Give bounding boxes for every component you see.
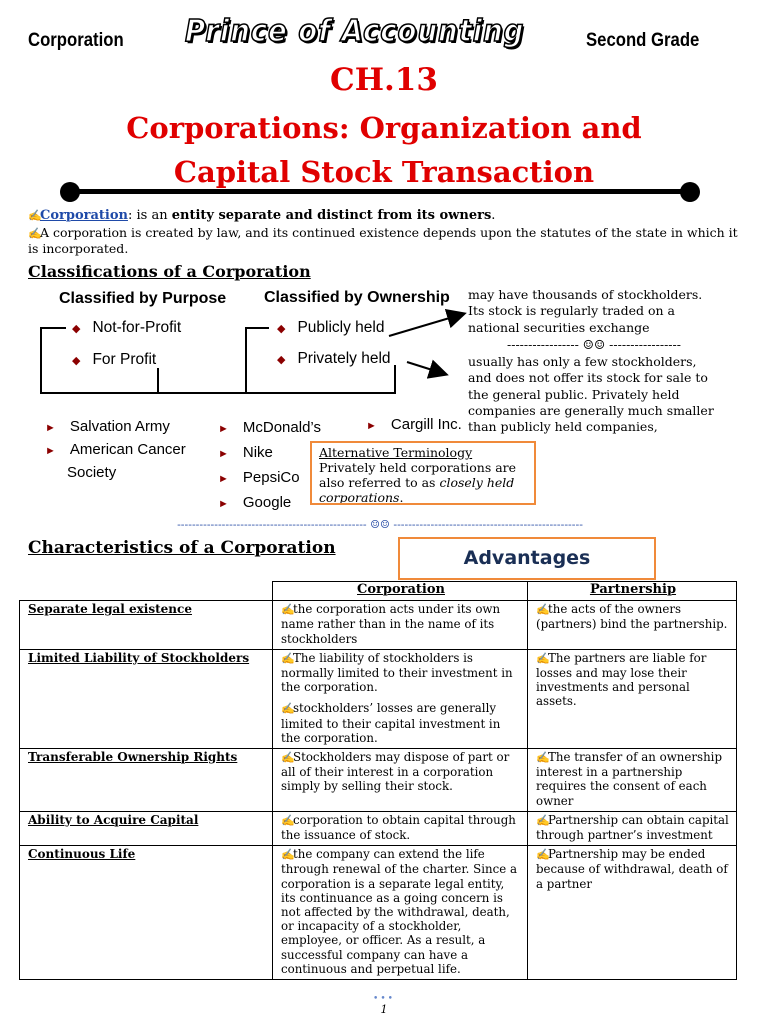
triangle-bullet-icon: ► (218, 448, 229, 460)
connector-line (40, 327, 66, 329)
part-cell: ✍the acts of the owners (partners) bind … (527, 600, 737, 650)
pen-hand-icon: ✍ (28, 227, 42, 240)
arrow-to-public-desc (388, 308, 467, 337)
diamond-bullet-icon: ◆ (72, 323, 81, 335)
characteristics-heading: Characteristics of a Corporation (28, 538, 336, 558)
example-item: ►Google (218, 494, 292, 511)
title-bar-right-dot (680, 182, 700, 202)
corp-cell: ✍the company can extend the life through… (272, 845, 528, 981)
row-label: Separate legal existence (19, 600, 273, 650)
pen-hand-icon: ✍ (281, 603, 295, 617)
purpose-item-not-for-profit: ◆Not-for-Profit (72, 319, 182, 336)
table-row: Separate legal existence ✍the corporatio… (19, 600, 737, 650)
arrow-to-private-desc (406, 359, 449, 379)
private-description: usually has only a few stockholders, and… (468, 354, 714, 435)
arrows-graphic (388, 308, 467, 379)
advantages-box: Advantages (398, 537, 656, 580)
col-header-corporation: Corporation (272, 580, 528, 602)
page-title: Corporations: Organization and Capital S… (0, 106, 768, 194)
ownership-item-private: ◆Privately held (277, 350, 391, 367)
ownership-heading: Classified by Ownership (264, 289, 450, 306)
logo: Prince of Accounting (184, 13, 525, 50)
title-line-1: Corporations: Organization and (126, 111, 642, 145)
row-label: Limited Liability of Stockholders (19, 648, 273, 750)
comparison-table: Corporation Partnership Separate legal e… (19, 580, 737, 981)
example-item: ►McDonald’s (218, 419, 321, 436)
table-row: Continuous Life ✍the company can extend … (19, 845, 737, 981)
diamond-bullet-icon: ◆ (277, 354, 286, 366)
diamond-bullet-icon: ◆ (72, 355, 81, 367)
purpose-heading: Classified by Purpose (59, 290, 227, 307)
pen-hand-icon: ✍ (281, 813, 295, 827)
pen-hand-icon: ✍ (281, 848, 295, 862)
triangle-bullet-icon: ► (218, 498, 229, 510)
corp-cell: ✍corporation to obtain capital through t… (272, 810, 528, 847)
private-example: ►Cargill Inc. (366, 416, 462, 433)
alt-box-text: Privately held corporations are also ref… (319, 460, 517, 505)
pen-hand-icon: ✍ (281, 751, 295, 765)
connector-line (157, 368, 159, 393)
diamond-bullet-icon: ◆ (277, 323, 286, 335)
triangle-bullet-icon: ► (45, 422, 56, 434)
corp-cell: ✍Stockholders may dispose of part or all… (272, 748, 528, 812)
row-label: Continuous Life (19, 845, 273, 981)
pen-hand-icon: ✍ (281, 651, 295, 665)
example-item: ►Nike (218, 444, 273, 461)
table-row: Limited Liability of Stockholders ✍The l… (19, 648, 737, 750)
ownership-item-public: ◆Publicly held (277, 319, 385, 336)
for-profit-examples: ►McDonald’s ►Nike ►PepsiCo ►Google (218, 416, 321, 516)
corp-cell: ✍the corporation acts under its own name… (272, 600, 528, 650)
alt-box-heading: Alternative Terminology (319, 445, 473, 460)
corp-cell: ✍The liability of stockholders is normal… (272, 648, 528, 750)
pen-hand-icon: ✍ (536, 751, 550, 765)
alternative-terminology-box: Alternative Terminology Privately held c… (310, 441, 536, 505)
part-cell: ✍Partnership may be ended because of wit… (527, 845, 737, 981)
example-item-cont: Society (67, 464, 117, 481)
title-bar (70, 189, 690, 194)
header-right: Second Grade (586, 30, 700, 51)
connector-line (40, 327, 42, 393)
pen-hand-icon: ✍ (536, 603, 550, 617)
triangle-bullet-icon: ► (218, 473, 229, 485)
title-line-2: Capital Stock Transaction (173, 155, 595, 189)
pen-hand-icon: ✍ (536, 848, 550, 862)
not-for-profit-examples: ►Salvation Army ►American Cancer Society (45, 416, 186, 483)
table-corner-cell (19, 581, 273, 602)
chapter-label: CH.13 (330, 62, 438, 98)
intro-line-2: ✍A corporation is created by law, and it… (28, 225, 738, 256)
example-item: ►Salvation Army (45, 418, 170, 435)
connector-line (245, 327, 269, 329)
part-cell: ✍The partners are liable for losses and … (527, 648, 737, 750)
example-item: ►PepsiCo (218, 469, 300, 486)
table-row: Ability to Acquire Capital ✍corporation … (19, 810, 737, 847)
row-label: Transferable Ownership Rights (19, 748, 273, 812)
public-description: may have thousands of stockholders. Its … (468, 287, 703, 335)
part-cell: ✍Partnership can obtain capital through … (527, 810, 737, 847)
table-row: Transferable Ownership Rights ✍Stockhold… (19, 748, 737, 812)
triangle-bullet-icon: ► (366, 420, 377, 432)
row-label: Ability to Acquire Capital (19, 810, 273, 847)
purpose-item-for-profit: ◆For Profit (72, 351, 157, 368)
pen-hand-icon: ✍ (536, 651, 550, 665)
example-item: ►American Cancer (45, 441, 186, 458)
header-left: Corporation (28, 30, 124, 51)
triangle-bullet-icon: ► (218, 423, 229, 435)
page-dots-icon: ••• (373, 994, 395, 1004)
connector-line (394, 365, 396, 393)
pen-hand-icon: ✍ (281, 702, 295, 716)
part-cell: ✍The transfer of an ownership interest i… (527, 748, 737, 812)
corporation-term: Corporation (40, 208, 128, 223)
page-number: ••• 1 (0, 994, 768, 1017)
desc-separator: ----------------- ☺☺ ----------------- (507, 337, 681, 352)
connector-line (245, 327, 247, 393)
triangle-bullet-icon: ► (45, 445, 56, 457)
section-divider: ----------------------------------------… (177, 518, 583, 531)
table-header-row: Corporation Partnership (19, 580, 737, 602)
connector-line (40, 392, 396, 394)
intro-definition: ✍Corporation: is an entity separate and … (28, 208, 496, 223)
col-header-partnership: Partnership (527, 580, 737, 602)
pen-hand-icon: ✍ (536, 813, 550, 827)
classifications-heading: Classifications of a Corporation (28, 262, 311, 281)
pen-hand-icon: ✍ (28, 209, 42, 222)
